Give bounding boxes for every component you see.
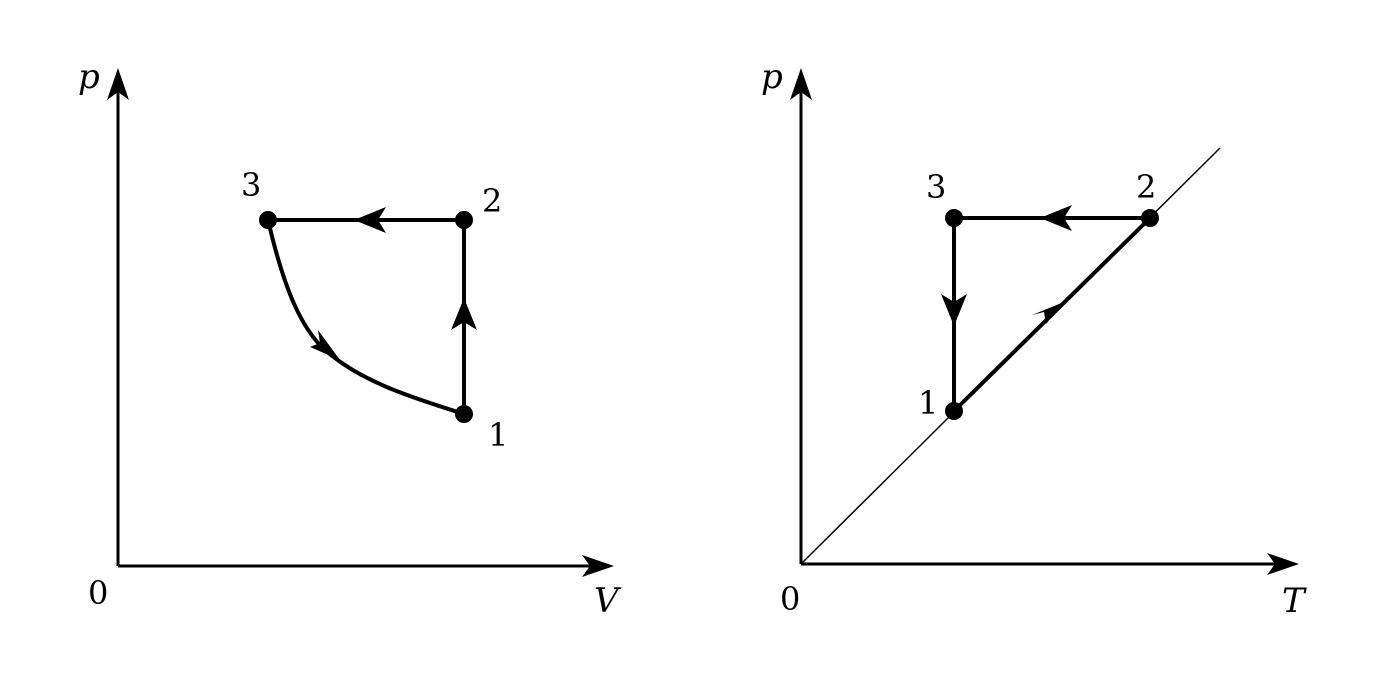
- pv-y-axis-arrow: [107, 68, 129, 100]
- pt-x-axis-label: T: [1282, 581, 1307, 621]
- pv-origin-label: 0: [88, 574, 108, 612]
- pv-diagram: p V 0 1 2 3: [78, 57, 622, 621]
- pt-state-point-1: [945, 402, 963, 420]
- pv-point-label-3: 3: [241, 166, 261, 204]
- pt-arrow-2-3: [1040, 205, 1072, 231]
- pv-x-axis-label: V: [594, 581, 622, 621]
- pt-x-axis-arrow: [1267, 553, 1299, 575]
- pt-origin-label: 0: [780, 580, 800, 618]
- pt-arrow-3-1: [941, 294, 967, 326]
- pt-point-label-2: 2: [1136, 168, 1156, 206]
- pv-state-point-2: [455, 211, 473, 229]
- pt-y-axis-arrow: [790, 68, 812, 100]
- pt-diagram: p T 0 1 2 3: [761, 57, 1307, 621]
- pt-arrow-1-2: [1032, 302, 1064, 324]
- pt-y-axis-label: p: [761, 57, 783, 97]
- pt-state-point-3: [945, 209, 963, 227]
- pv-arrow-1-2: [451, 298, 477, 330]
- pt-point-label-1: 1: [918, 384, 938, 422]
- pv-point-label-2: 2: [482, 182, 502, 220]
- pv-x-axis-arrow: [582, 555, 614, 577]
- pv-arrow-3-1: [310, 330, 340, 360]
- pv-state-point-3: [259, 211, 277, 229]
- pv-y-axis-label: p: [78, 57, 100, 97]
- pv-point-label-1: 1: [488, 416, 508, 454]
- pt-state-point-2: [1141, 209, 1159, 227]
- pv-arrow-2-3: [354, 207, 386, 233]
- pv-state-point-1: [455, 405, 473, 423]
- pv-process-3-1: [266, 218, 466, 416]
- pt-point-label-3: 3: [926, 168, 946, 206]
